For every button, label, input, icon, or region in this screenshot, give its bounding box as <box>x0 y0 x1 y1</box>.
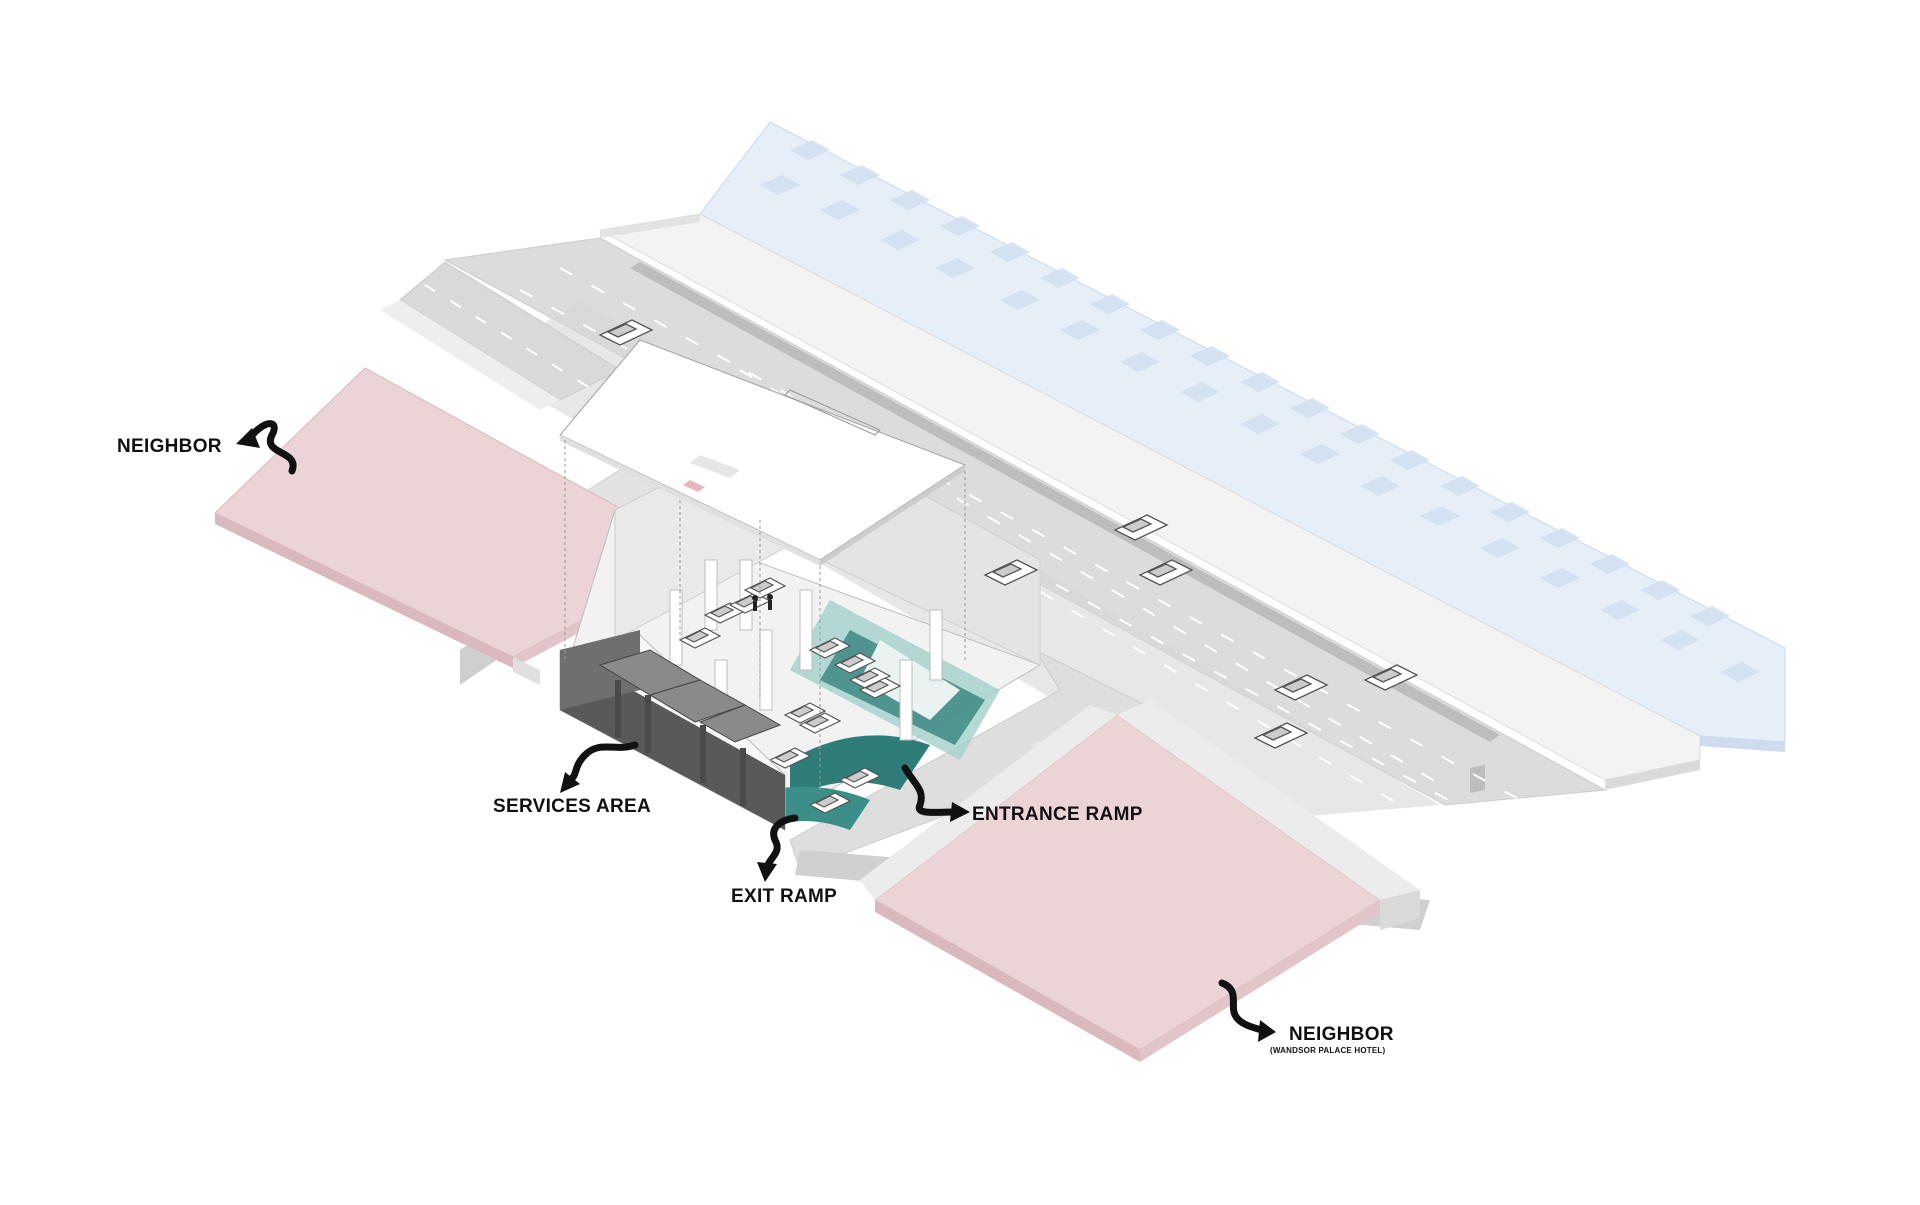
neighbor-plot-right <box>860 700 1420 1062</box>
car-icon <box>768 747 812 769</box>
label-services-area: SERVICES AREA <box>493 796 651 817</box>
car-icon <box>598 319 654 346</box>
car-icon <box>783 702 827 724</box>
promenade <box>598 213 1701 790</box>
label-exit-ramp: EXIT RAMP <box>731 886 837 907</box>
car-icon <box>1363 664 1419 691</box>
labels: NEIGHBOR SERVICES AREA ENTRANCE RAMP EXI… <box>117 436 1394 1055</box>
road-cars <box>598 319 1419 749</box>
car-icon <box>1113 514 1169 541</box>
car-icon <box>808 792 852 814</box>
curved-arrow-icon <box>1218 979 1276 1042</box>
car-icon <box>833 652 877 674</box>
curved-arrow-icon <box>901 764 970 822</box>
arrows <box>236 420 1276 1042</box>
label-neighbor-left: NEIGHBOR <box>117 436 222 457</box>
car-icon <box>743 577 787 599</box>
curved-arrow-icon <box>757 814 799 882</box>
curved-arrow-icon <box>560 741 639 793</box>
waterfront-strip <box>699 121 1786 752</box>
car-icon <box>678 627 722 649</box>
car-icon <box>1253 722 1309 749</box>
car-icon <box>1273 674 1329 701</box>
car-icon <box>858 677 902 699</box>
people <box>752 594 773 611</box>
services-area-block <box>559 630 786 831</box>
car-icon <box>838 767 882 789</box>
car-icon <box>1138 559 1194 586</box>
label-neighbor-right-sub: (WANDSOR PALACE HOTEL) <box>1270 1046 1385 1055</box>
label-neighbor-right: NEIGHBOR <box>1289 1024 1394 1045</box>
car-icon <box>848 667 892 689</box>
ground-floor-slab <box>559 339 967 790</box>
cross-street-top <box>380 261 622 410</box>
car-icon <box>983 559 1039 586</box>
waterfront-tiles <box>760 140 1760 682</box>
label-entrance-ramp: ENTRANCE RAMP <box>972 804 1143 825</box>
curved-arrow-icon <box>236 420 297 475</box>
